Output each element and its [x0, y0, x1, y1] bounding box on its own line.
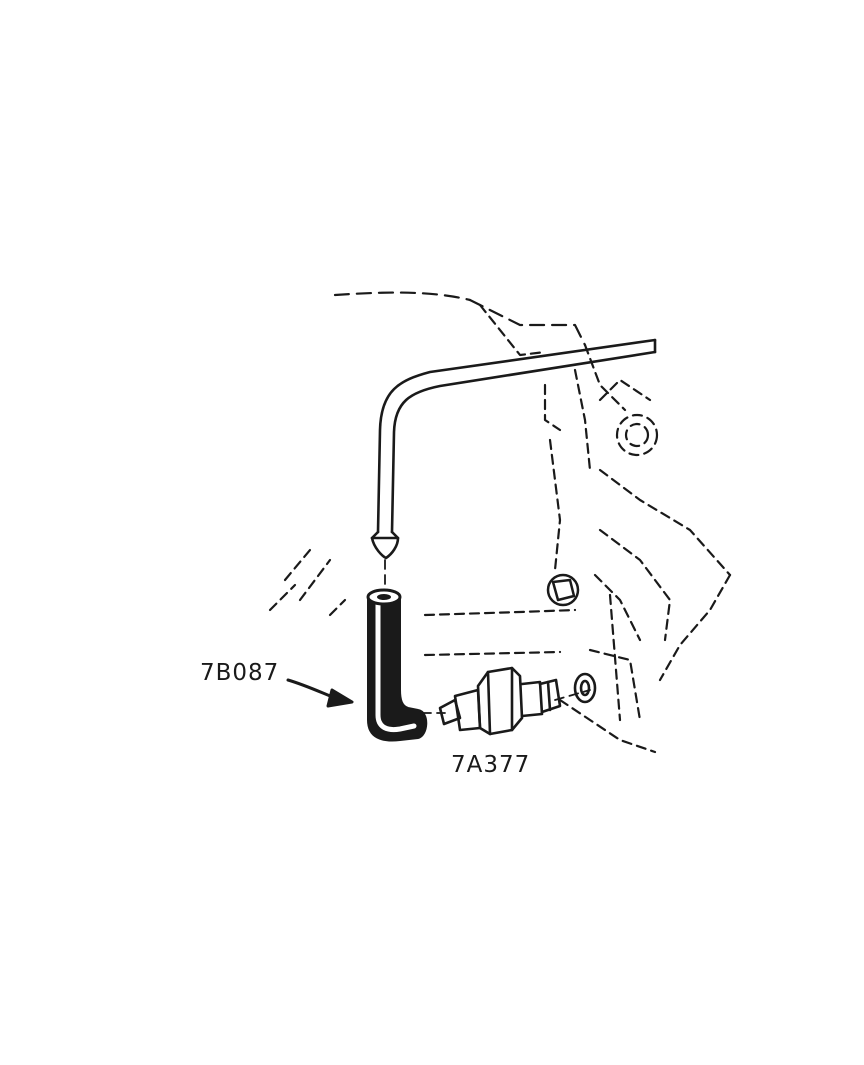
rubber-hose	[366, 588, 428, 742]
metal-tube	[370, 338, 657, 560]
phantom-engine-outline	[268, 291, 732, 754]
part-label-valve: 7A377	[451, 752, 531, 778]
leader-arrow	[286, 678, 354, 708]
bolt-head	[546, 573, 580, 607]
part-label-hose: 7B087	[200, 660, 280, 686]
valve-fitting	[438, 666, 597, 736]
